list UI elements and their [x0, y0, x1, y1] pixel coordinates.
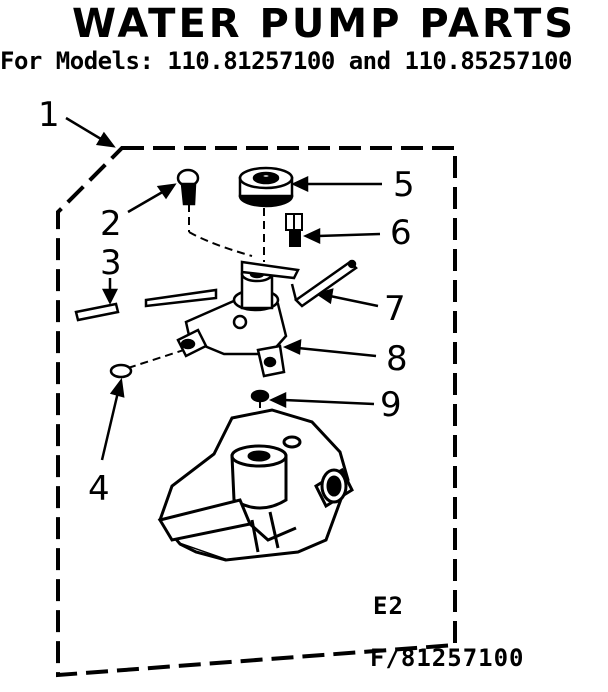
pin-part: [74, 302, 120, 322]
nut-part: [250, 389, 270, 403]
fitting-part: [285, 213, 303, 247]
figure-code: F/81257100: [370, 644, 525, 672]
callout-7: 7: [384, 289, 406, 329]
assembly-boundary: [56, 146, 457, 678]
pulley-part: [238, 166, 294, 208]
lever-arm-part: [290, 259, 358, 308]
callout-5: 5: [393, 165, 415, 205]
callout-9: 9: [380, 385, 402, 425]
callout-2: 2: [100, 204, 122, 244]
callout-8: 8: [386, 339, 408, 379]
callout-3: 3: [100, 243, 122, 283]
page-code: E2: [373, 592, 404, 620]
callout-6: 6: [390, 213, 412, 253]
models-subtitle: For Models: 110.81257100 and 110.8525710…: [0, 47, 572, 75]
screw-part: [176, 168, 200, 206]
leader-lines: [65, 116, 382, 461]
pump-cover-part: [144, 260, 300, 378]
callout-1: 1: [38, 95, 60, 135]
washer-part: [109, 363, 133, 379]
page-title: WATER PUMP PARTS: [72, 1, 577, 47]
pump-housing-part: [157, 408, 354, 562]
callout-4: 4: [88, 469, 110, 509]
